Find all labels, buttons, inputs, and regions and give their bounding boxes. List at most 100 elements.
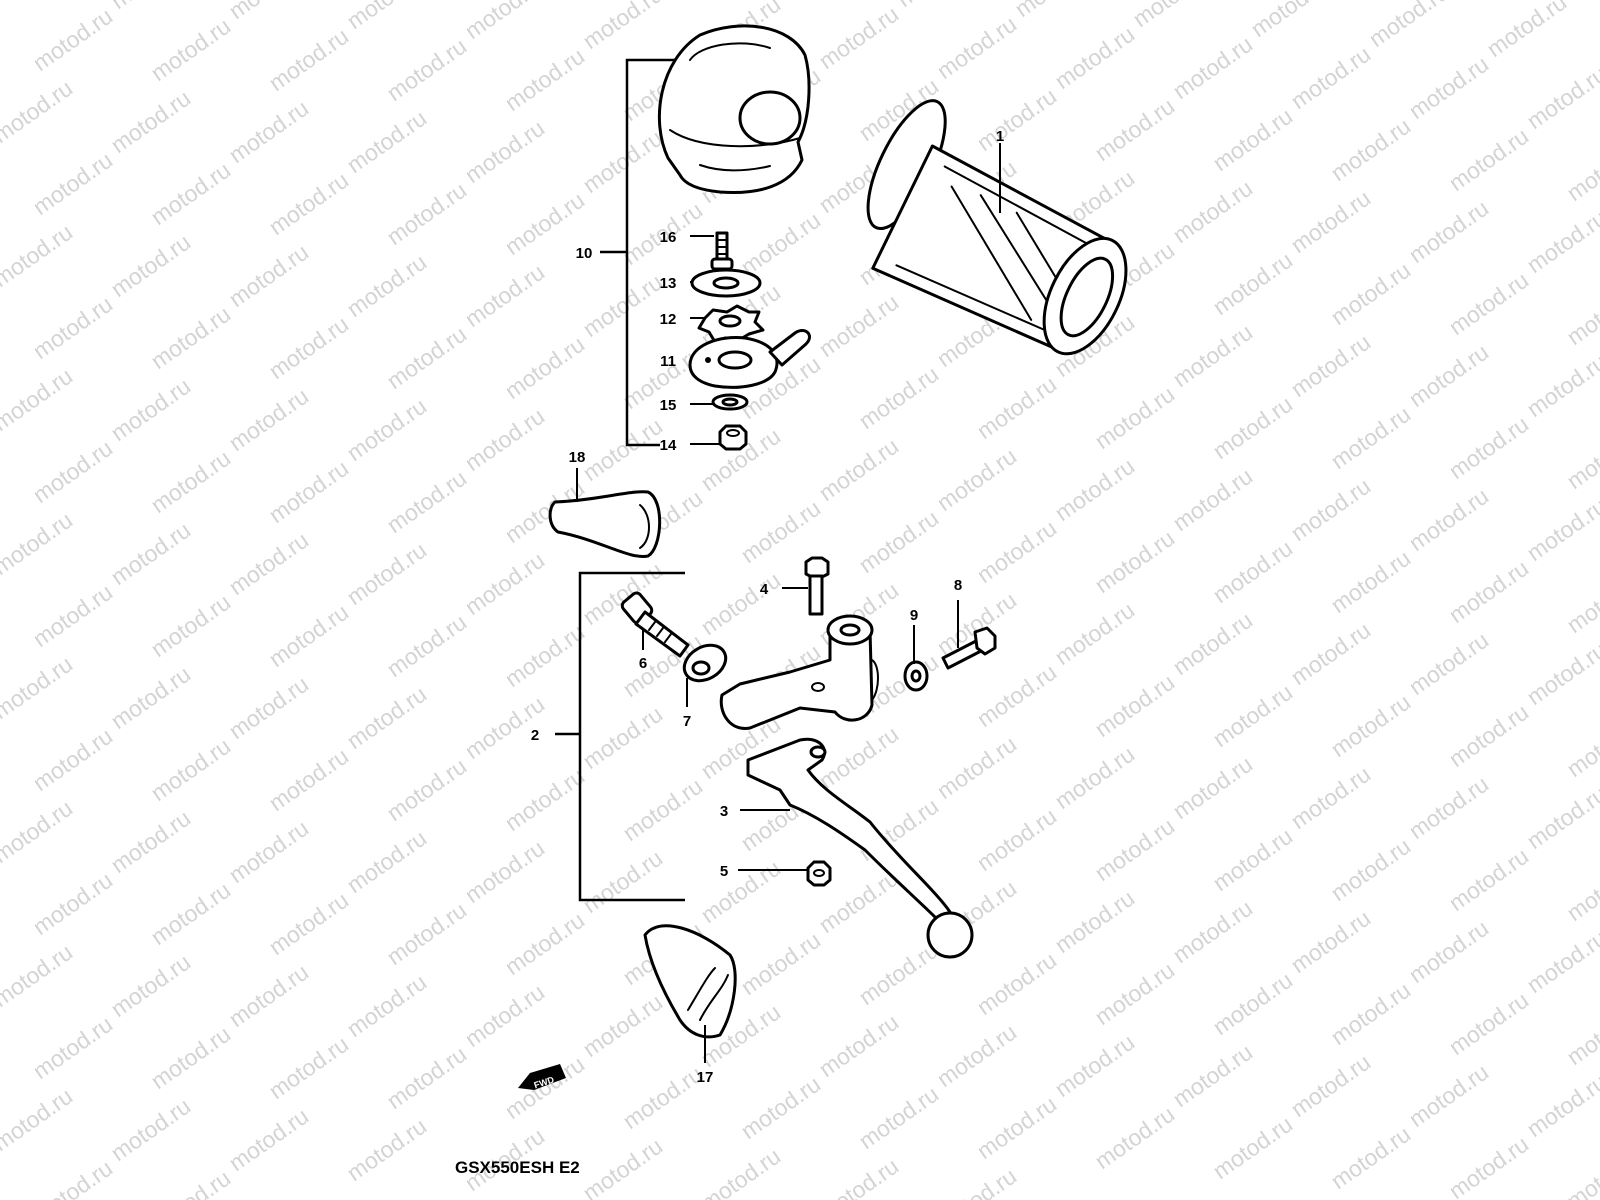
watermark-text: motod.ru [814, 1, 903, 74]
watermark-text: motod.ru [736, 1071, 825, 1144]
watermark-text: motod.ru [1050, 453, 1139, 526]
watermark-text: motod.ru [972, 803, 1061, 876]
watermark-text: motod.ru [224, 0, 313, 24]
watermark-text: motod.ru [1010, 0, 1099, 22]
watermark-text: motod.ru [1286, 41, 1375, 114]
watermark-text: motod.ru [618, 1061, 707, 1134]
callout-2: 2 [531, 727, 539, 744]
watermark-text: motod.ru [106, 949, 195, 1022]
watermark-text: motod.ru [854, 361, 943, 434]
watermark-text: motod.ru [264, 1031, 353, 1104]
watermark-text: motod.ru [1286, 617, 1375, 690]
nut-part-5 [806, 860, 832, 887]
watermark-text: motod.ru [1208, 391, 1297, 464]
watermark-text: motod.ru [0, 795, 77, 868]
watermark-text: motod.ru [972, 83, 1061, 156]
watermark-text: motod.ru [382, 465, 471, 538]
callout-4: 4 [760, 581, 769, 598]
callout-8: 8 [954, 577, 962, 594]
watermark-text: motod.ru [1444, 267, 1533, 340]
watermark-text: motod.ru [1522, 1069, 1600, 1142]
watermark-text: motod.ru [0, 939, 77, 1012]
watermark-text: motod.ru [1522, 61, 1600, 134]
adjuster-bolt-part-6 [620, 591, 690, 658]
watermark-text: motod.ru [224, 95, 313, 168]
watermark-text: motod.ru [932, 1019, 1021, 1092]
locknut-part-7 [682, 643, 728, 683]
watermark-text: motod.ru [1168, 751, 1257, 824]
watermark-text: motod.ru [578, 269, 667, 342]
watermark-text: motod.ru [1444, 987, 1533, 1060]
watermark-text: motod.ru [146, 733, 235, 806]
watermark-text: motod.ru [1562, 277, 1600, 350]
watermark-text: motod.ru [0, 219, 77, 292]
washer-part-15 [711, 393, 749, 411]
watermark-text: motod.ru [106, 805, 195, 878]
watermark-text: motod.ru [106, 0, 195, 14]
watermark-text: motod.ru [1090, 381, 1179, 454]
switch-housing-part-10 [657, 24, 811, 195]
watermark-text: motod.ru [106, 373, 195, 446]
watermark-text: motod.ru [106, 1093, 195, 1166]
watermark-text: motod.ru [1404, 339, 1493, 412]
watermark-text: motod.ru [1404, 627, 1493, 700]
watermark-text: motod.ru [106, 229, 195, 302]
watermark-text: motod.ru [774, 0, 863, 2]
watermark-text: motod.ru [892, 0, 981, 12]
watermark-text: motod.ru [342, 537, 431, 610]
watermark-text: motod.ru [342, 249, 431, 322]
watermark-text: motod.ru [1522, 205, 1600, 278]
watermark-text: motod.ru [578, 413, 667, 486]
bolt-part-8 [941, 626, 997, 670]
watermark-text: motod.ru [1208, 103, 1297, 176]
watermark-text: motod.ru [1444, 699, 1533, 772]
watermark-text: motod.ru [342, 393, 431, 466]
watermark-text: motod.ru [342, 105, 431, 178]
watermark-text: motod.ru [1364, 0, 1453, 52]
watermark-text: motod.ru [106, 661, 195, 734]
watermark-text: motod.ru [972, 515, 1061, 588]
watermark-text: motod.ru [1444, 1131, 1533, 1200]
watermark-text: motod.ru [1562, 421, 1600, 494]
bolt-part-4 [804, 556, 830, 616]
callout-14: 14 [660, 437, 677, 454]
watermark-text: motod.ru [1326, 977, 1415, 1050]
handlebar-grip-part-1 [866, 99, 1128, 356]
watermark-text: motod.ru [1562, 709, 1600, 782]
watermark-text: motod.ru [500, 331, 589, 404]
callout-15: 15 [660, 397, 677, 414]
watermark-text: motod.ru [1208, 535, 1297, 608]
clutch-lever-part-3 [746, 737, 974, 959]
watermark-text: motod.ru [1286, 761, 1375, 834]
watermark-text: motod.ru [264, 311, 353, 384]
watermark-text: motod.ru [264, 887, 353, 960]
callout-17: 17 [697, 1069, 714, 1086]
watermark-text: motod.ru [1208, 967, 1297, 1040]
watermark-text: motod.ru [342, 681, 431, 754]
watermark-text: motod.ru [1326, 833, 1415, 906]
watermark-text: motod.ru [0, 507, 77, 580]
watermark-text: motod.ru [382, 321, 471, 394]
watermark-text: motod.ru [578, 989, 667, 1062]
watermark-text: motod.ru [382, 897, 471, 970]
watermark-text: motod.ru [1286, 185, 1375, 258]
watermark-text: motod.ru [1326, 689, 1415, 762]
watermark-text: motod.ru [1326, 401, 1415, 474]
watermark-text: motod.ru [1326, 113, 1415, 186]
watermark-text: motod.ru [1562, 565, 1600, 638]
watermark-text: motod.ru [146, 1165, 235, 1200]
washer-part-13 [690, 268, 762, 298]
watermark-text: motod.ru [972, 659, 1061, 732]
watermark-text: motod.ru [224, 239, 313, 312]
watermark-text: motod.ru [932, 731, 1021, 804]
watermark-text: motod.ru [382, 1041, 471, 1114]
watermark-text: motod.ru [342, 1113, 431, 1186]
watermark-text: motod.ru [146, 157, 235, 230]
watermark-text: motod.ru [1168, 175, 1257, 248]
lever-boot-part-17 [643, 924, 737, 1039]
watermark-text: motod.ru [814, 289, 903, 362]
watermark-text: motod.ru [28, 867, 117, 940]
watermark-text: motod.ru [1090, 957, 1179, 1030]
watermark-text: motod.ru [1090, 525, 1179, 598]
watermark-text: motod.ru [28, 579, 117, 652]
